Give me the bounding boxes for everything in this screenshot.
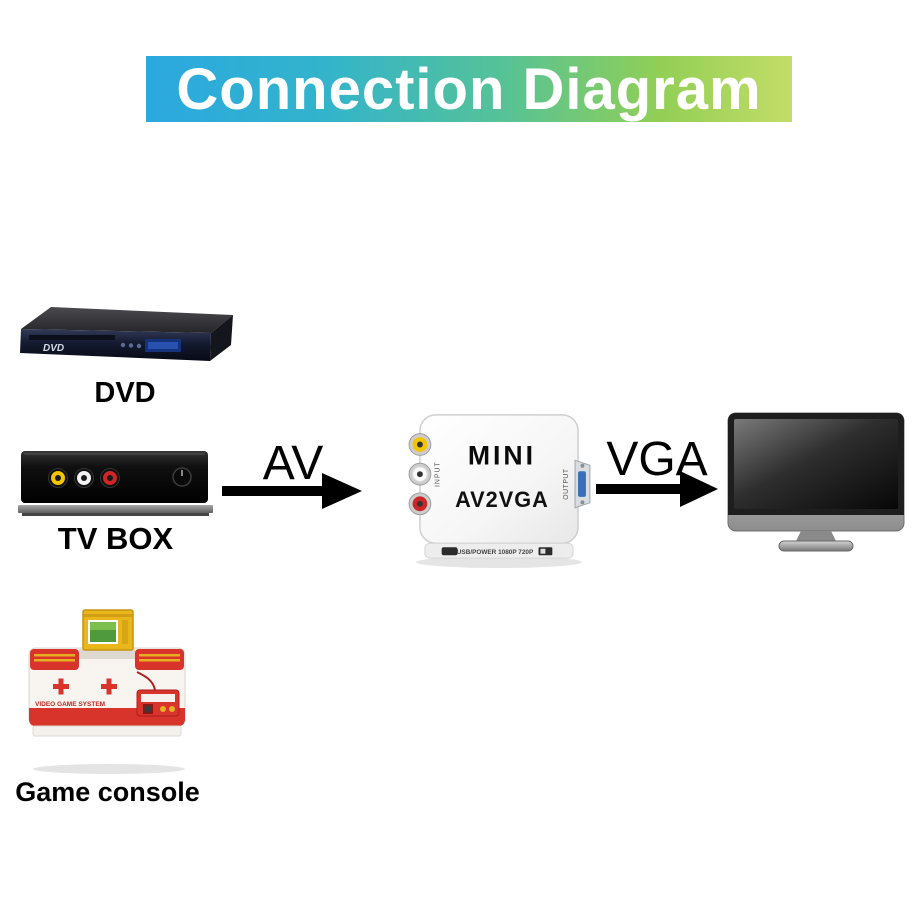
- converter-bottom-face: [424, 542, 574, 559]
- dvd-top-panel: [21, 307, 233, 333]
- dvd-logo-text: DVD: [43, 343, 64, 354]
- dvd-button: [136, 343, 142, 349]
- av-arrow-icon: [222, 473, 362, 509]
- tv-screen: [734, 419, 898, 509]
- converter-bottom-text: USB/POWER 1080P 720P: [457, 549, 534, 556]
- rca-jack-yellow-icon: [48, 468, 68, 488]
- console-base: [32, 725, 182, 737]
- dvd-button: [120, 342, 126, 348]
- converter-brand-text: MINI: [468, 440, 536, 470]
- tv-box-highlight: [24, 452, 205, 455]
- dvd-display-glow: [148, 342, 178, 349]
- converter-body: [419, 414, 579, 545]
- vga-port-icon: [574, 459, 591, 509]
- usb-port-icon: [441, 547, 458, 556]
- game-console-image: VIDEO GAME SYSTEM: [28, 609, 186, 774]
- tv-box-label: TV BOX: [57, 521, 174, 556]
- console-gold-stripe: [34, 654, 75, 657]
- av2vga-converter-image: INPUT MINI AV2VGA OUTPUT USB/POWER 1080P…: [408, 414, 591, 569]
- converter-shadow: [415, 556, 582, 569]
- resolution-switch-icon: [538, 547, 553, 556]
- rca-input-yellow-icon: [408, 433, 432, 456]
- game-controller: [136, 671, 180, 717]
- title-banner: Connection Diagram: [146, 56, 792, 122]
- console-red-cross-decoration: [101, 678, 117, 695]
- rca-jack-red-icon: [100, 468, 120, 488]
- console-gold-stripe: [34, 659, 75, 662]
- converter-output-label: OUTPUT: [563, 468, 570, 500]
- rca-input-white-icon: [408, 462, 432, 486]
- game-cartridge: [82, 609, 134, 651]
- dvd-side-panel: [210, 315, 233, 361]
- tv-box-base: [18, 505, 213, 513]
- dvd-label: DVD: [94, 377, 156, 409]
- tv-monitor-image: [727, 412, 905, 552]
- cartridge-slot: [79, 649, 135, 659]
- rca-input-red-icon: [408, 492, 432, 516]
- rca-jack-white-icon: [74, 468, 94, 488]
- tv-stand-base: [778, 540, 854, 552]
- console-red-cross-decoration: [53, 678, 69, 695]
- vga-arrow-icon: [596, 471, 718, 507]
- console-shadow: [33, 764, 185, 774]
- dvd-player-image: DVD: [20, 307, 233, 361]
- console-gold-stripe: [139, 654, 180, 657]
- page-title: Connection Diagram: [176, 56, 762, 122]
- tv-box-base-shadow: [22, 513, 209, 516]
- converter-model-text: AV2VGA: [455, 487, 549, 512]
- power-button-icon: [172, 467, 192, 487]
- tv-box-image: [18, 451, 213, 516]
- dvd-button: [128, 343, 134, 348]
- console-gold-stripe: [139, 659, 180, 662]
- console-front-text: VIDEO GAME SYSTEM: [35, 701, 105, 708]
- game-console-label: Game console: [15, 777, 200, 807]
- converter-input-label: INPUT: [435, 461, 442, 487]
- dvd-disc-tray: [29, 335, 115, 340]
- av-connection-label: AV: [262, 437, 324, 490]
- tv-stand-neck: [796, 531, 836, 541]
